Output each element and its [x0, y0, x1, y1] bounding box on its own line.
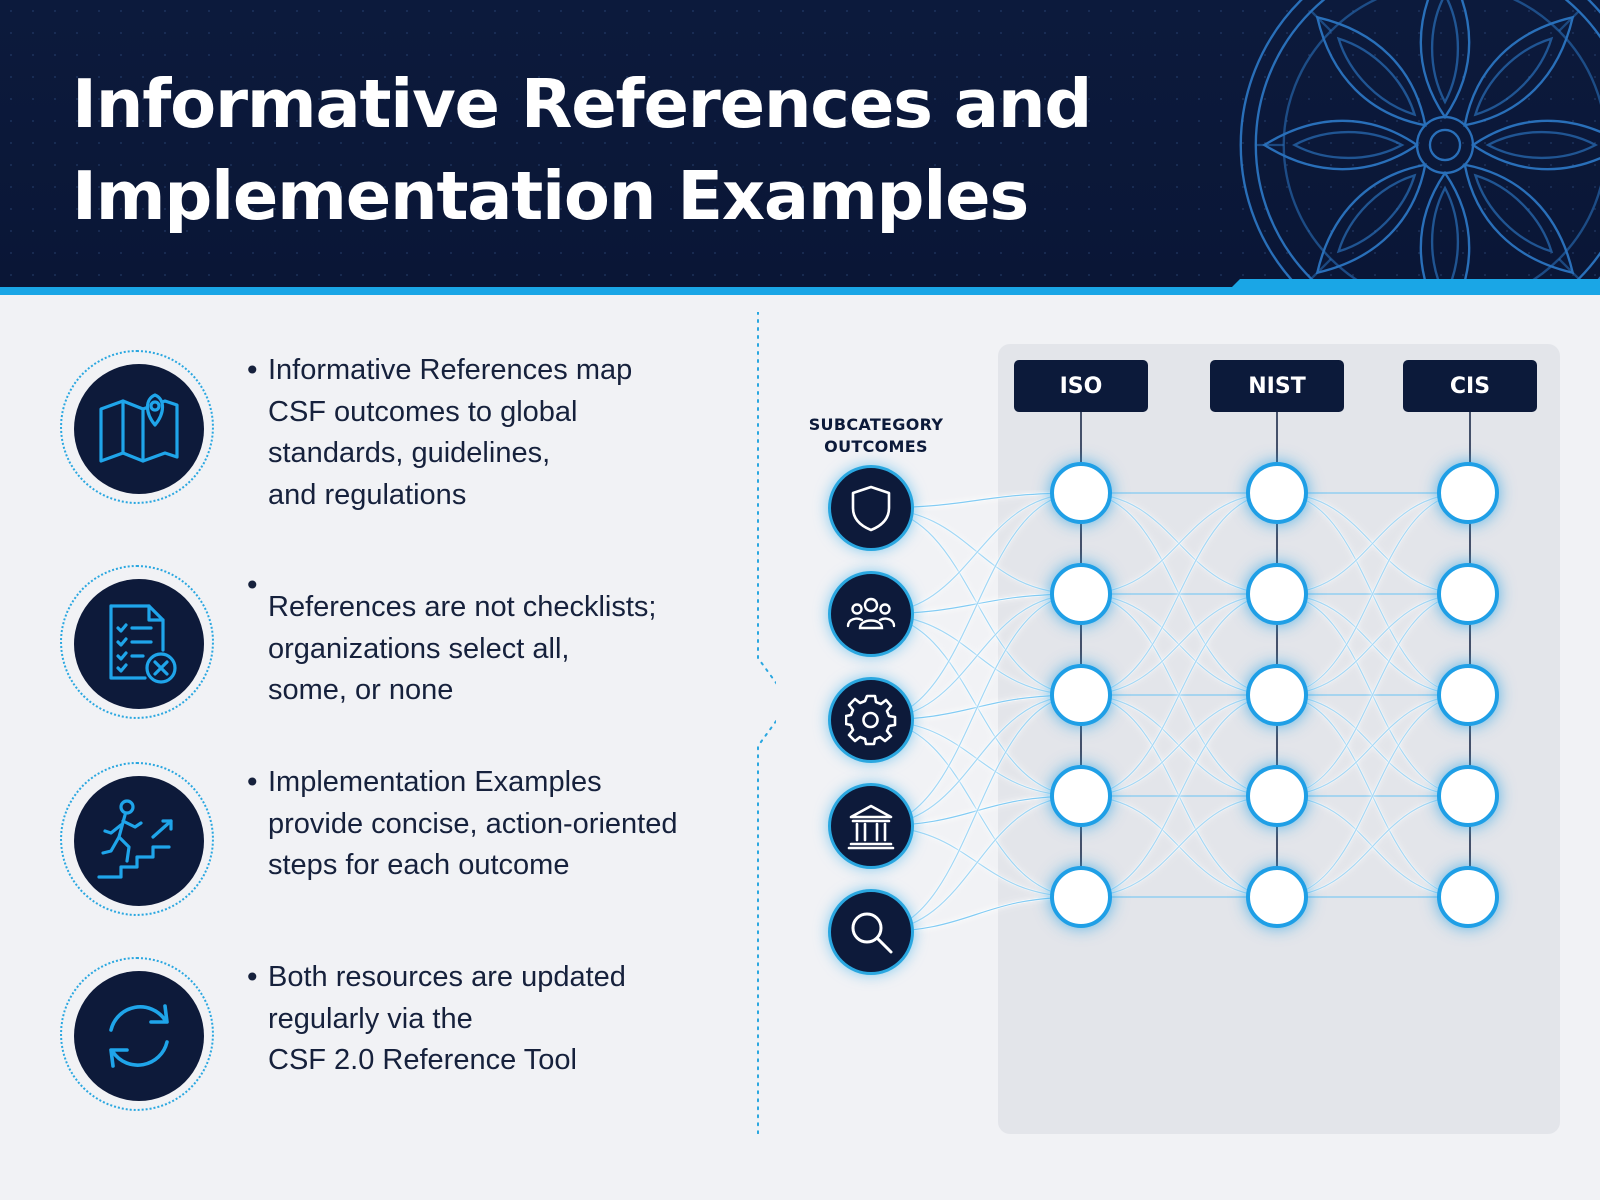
- mapping-link: [1080, 694, 1278, 898]
- outcome-node-magnifier-icon: [828, 889, 914, 975]
- item-line: regularly via the: [268, 1002, 473, 1035]
- item-line: CSF outcomes to global: [268, 395, 578, 428]
- reference-node-nist: [1246, 462, 1308, 524]
- reference-node-iso: [1050, 765, 1112, 827]
- icon-ring: [60, 957, 214, 1111]
- reference-node-iso: [1050, 563, 1112, 625]
- shield-icon: [851, 485, 891, 532]
- outcomes-label-line: OUTCOMES: [824, 437, 928, 456]
- mapping-link: [1276, 694, 1469, 797]
- item-line: steps for each outcome: [268, 849, 570, 881]
- mapping-link: [1080, 694, 1278, 797]
- bullet-dot: •: [244, 961, 261, 994]
- header-accent-stripe-raised: [1232, 279, 1600, 287]
- reference-node-cis: [1437, 664, 1499, 726]
- item-line: Both resources are updated: [268, 961, 626, 993]
- checklist-x-icon: [74, 579, 204, 709]
- reference-node-nist: [1246, 664, 1308, 726]
- column-header-iso: ISO: [1014, 360, 1148, 412]
- list-item: • Both resources are updated regularly v…: [60, 957, 760, 1117]
- section-divider: [757, 312, 776, 1134]
- item-line: standards, guidelines,: [268, 437, 551, 469]
- map-pin-icon: [74, 364, 204, 494]
- mapping-link: [1080, 795, 1278, 898]
- item-text: Implementation Examples provide concise,…: [268, 762, 728, 887]
- magnifier-icon: [851, 912, 893, 954]
- bullet-dot: •: [244, 354, 261, 387]
- reference-node-cis: [1437, 462, 1499, 524]
- item-text: Both resources are updated regularly via…: [268, 957, 728, 1082]
- mapping-link: [1080, 593, 1278, 696]
- outcome-node-gear-icon: [828, 677, 914, 763]
- reference-node-nist: [1246, 866, 1308, 928]
- icon-ring: [60, 350, 214, 504]
- item-line: References are not checklists;: [268, 591, 657, 623]
- people-icon: [846, 597, 896, 630]
- bullet-dot: •: [244, 569, 261, 602]
- column-header-nist: NIST: [1210, 360, 1344, 412]
- item-text: Informative References map CSF outcomes …: [268, 350, 728, 516]
- mapping-link: [1276, 795, 1469, 898]
- header-accent-stripe: [0, 287, 1600, 295]
- reference-node-iso: [1050, 462, 1112, 524]
- reference-node-cis: [1437, 765, 1499, 827]
- header-banner: Informative References and Implementatio…: [0, 0, 1600, 287]
- item-line: provide concise, action-oriented: [268, 807, 678, 840]
- item-text: References are not checklists; organizat…: [268, 587, 728, 712]
- mapping-link: [1276, 492, 1469, 595]
- outcomes-label: SUBCATEGORY OUTCOMES: [806, 414, 946, 458]
- item-line: some, or none: [268, 674, 454, 706]
- climbing-stairs-icon: [74, 776, 204, 906]
- refresh-cycle-icon: [74, 971, 204, 1101]
- title-line-1: Informative References and: [72, 65, 1092, 143]
- reference-node-nist: [1246, 563, 1308, 625]
- institution-icon: [847, 804, 895, 850]
- icon-ring: [60, 565, 214, 719]
- reference-node-nist: [1246, 765, 1308, 827]
- gear-icon: [845, 694, 897, 746]
- item-line: CSF 2.0 Reference Tool: [268, 1044, 577, 1076]
- mapping-link: [1276, 694, 1469, 898]
- list-item: • Implementation Examples provide concis…: [60, 762, 760, 922]
- list-item: • Informative References map CSF outcome…: [60, 350, 760, 511]
- column-header-cis: CIS: [1403, 360, 1537, 412]
- mapping-link: [1080, 492, 1278, 595]
- icon-ring: [60, 762, 214, 916]
- rose-window-ornament-icon: [1239, 0, 1600, 287]
- mapping-link: [1276, 593, 1469, 797]
- mapping-link: [1080, 593, 1278, 797]
- item-line: Implementation Examples: [268, 766, 602, 798]
- title-line-2: Implementation Examples: [72, 157, 1029, 235]
- outcome-node-institution-icon: [828, 783, 914, 869]
- page-title: Informative References and Implementatio…: [72, 58, 1172, 242]
- mapping-link: [1080, 492, 1278, 696]
- item-line: Informative References map: [268, 354, 633, 386]
- item-line: organizations select all,: [268, 632, 570, 665]
- outcome-node-shield-icon: [828, 465, 914, 551]
- bullet-dot: •: [244, 766, 261, 799]
- list-item: • References are not checklists; organiz…: [60, 565, 760, 725]
- reference-node-iso: [1050, 866, 1112, 928]
- mapping-link: [1276, 492, 1469, 696]
- outcome-node-people-icon: [828, 571, 914, 657]
- reference-node-iso: [1050, 664, 1112, 726]
- reference-node-cis: [1437, 866, 1499, 928]
- header-dot-pattern: [0, 0, 1600, 287]
- mapping-link: [1276, 593, 1469, 696]
- reference-node-cis: [1437, 563, 1499, 625]
- item-line: and regulations: [268, 478, 467, 511]
- outcomes-label-line: SUBCATEGORY: [808, 415, 944, 434]
